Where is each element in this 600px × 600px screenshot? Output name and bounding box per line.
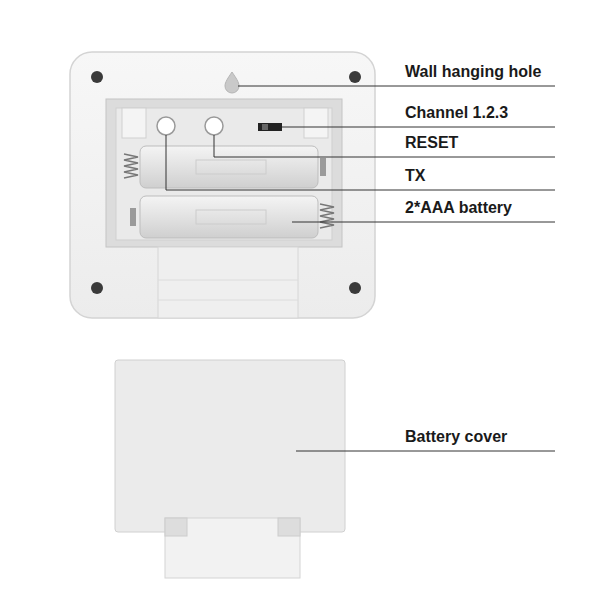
callout-label: 2*AAA battery	[405, 198, 512, 218]
callout-label: TX	[405, 166, 425, 186]
callout-label: Battery cover	[405, 427, 507, 447]
callout-label: Wall hanging hole	[405, 62, 541, 82]
callout-label: RESET	[405, 133, 458, 153]
callout-label: Channel 1.2.3	[405, 103, 508, 123]
